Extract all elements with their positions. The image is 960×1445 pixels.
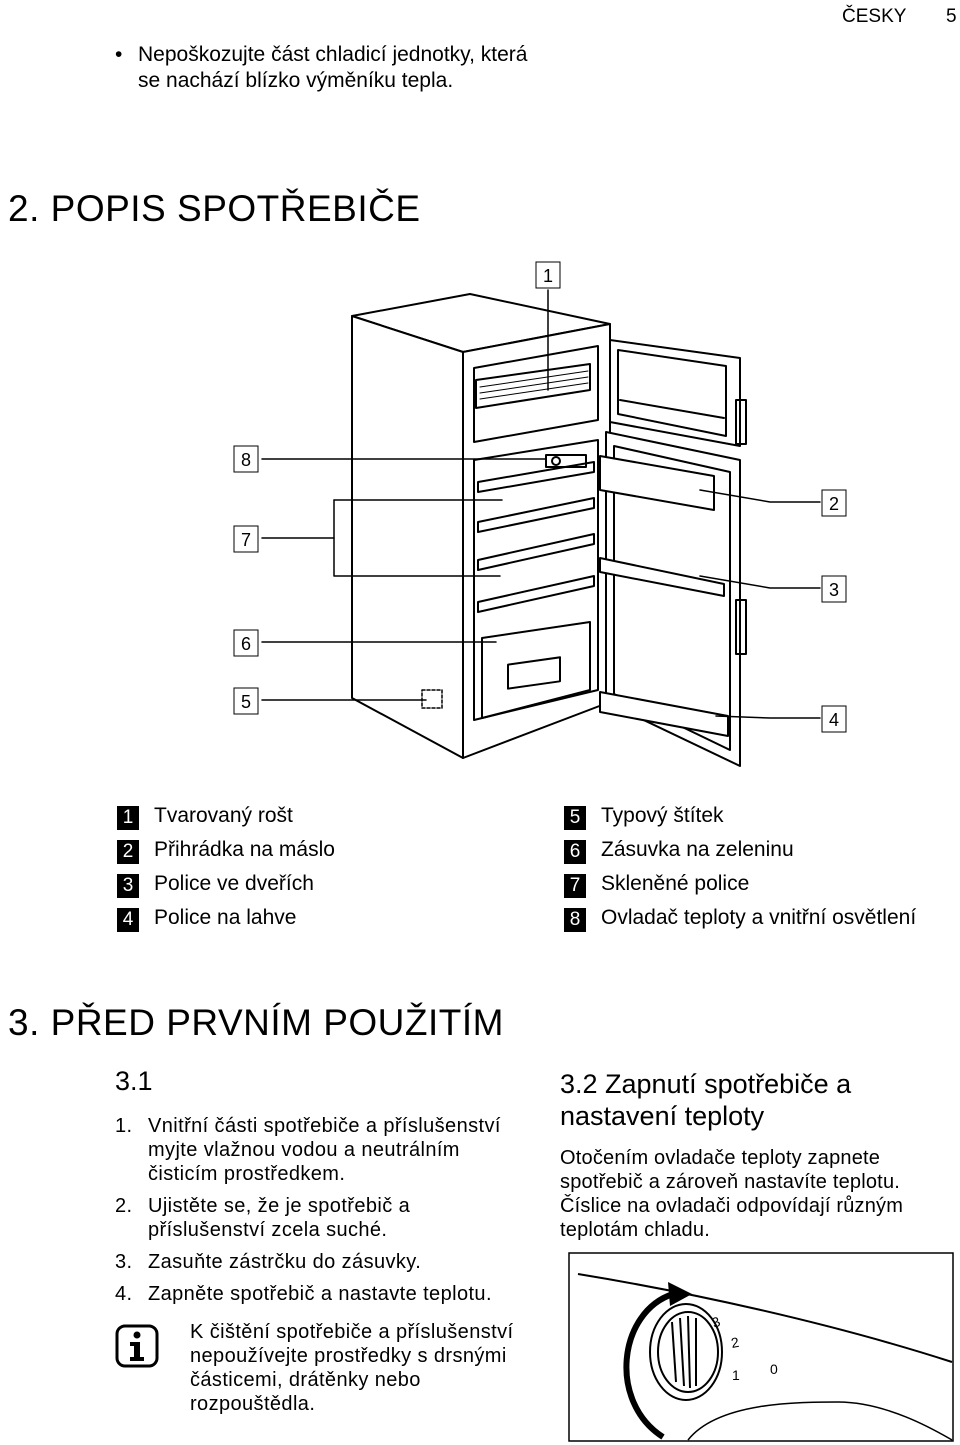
legend-label: Tvarovaný rošt <box>154 804 293 827</box>
intro-bullet-text: Nepoškozujte část chladicí jednotky, kte… <box>138 43 528 92</box>
legend-label: Přihrádka na máslo <box>154 838 335 861</box>
callout-5: 5 <box>241 692 251 712</box>
step-number: 1. <box>115 1115 133 1137</box>
step-number: 3. <box>115 1251 133 1273</box>
list-item: 4. Zapněte spotřebič a nastavte teplotu. <box>115 1282 525 1306</box>
callout-6: 6 <box>241 634 251 654</box>
intro-bullet: • Nepoškozujte část chladicí jednotky, k… <box>115 42 535 94</box>
info-note: K čištění spotřebiče a příslušenství nep… <box>190 1321 514 1415</box>
step-text: Zapněte spotřebič a nastavte teplotu. <box>148 1283 492 1305</box>
legend-number: 2 <box>117 840 139 864</box>
section-3-title: 3. PŘED PRVNÍM POUŽITÍM <box>8 1002 504 1043</box>
callout-8: 8 <box>241 450 251 470</box>
steps-list: 1. Vnitřní části spotřebiče a příslušens… <box>115 1114 525 1314</box>
dial-label: 2 <box>730 1334 741 1351</box>
list-item: 1. Vnitřní části spotřebiče a příslušens… <box>115 1114 525 1186</box>
legend-label: Ovladač teploty a vnitřní osvětlení <box>601 906 917 929</box>
dial-label: 0 <box>770 1361 778 1377</box>
bullet-icon: • <box>115 43 123 66</box>
list-item: 3. Zasuňte zástrčku do zásuvky. <box>115 1250 525 1274</box>
callout-2: 2 <box>829 494 839 514</box>
legend-label: Police na lahve <box>154 906 297 929</box>
callout-1: 1 <box>543 266 553 286</box>
legend-number: 5 <box>564 806 586 830</box>
legend-label: Zásuvka na zeleninu <box>601 838 794 861</box>
step-number: 2. <box>115 1195 133 1217</box>
subsection-3-2-text: Otočením ovladače teploty zapnete spotře… <box>560 1147 904 1241</box>
legend-number: 4 <box>117 908 139 932</box>
section-2-title: 2. POPIS SPOTŘEBIČE <box>8 188 421 229</box>
step-text: Ujistěte se, že je spotřebič a příslušen… <box>148 1195 411 1241</box>
list-item: 2. Ujistěte se, že je spotřebič a příslu… <box>115 1194 525 1242</box>
step-text: Vnitřní části spotřebiče a příslušenství… <box>148 1115 501 1185</box>
callout-3: 3 <box>829 580 839 600</box>
language-label: ČESKY <box>842 6 907 27</box>
subsection-3-1-title: 3.1 <box>115 1066 153 1096</box>
legend-number: 7 <box>564 874 586 898</box>
step-number: 4. <box>115 1283 133 1305</box>
subsection-3-2-title: 3.2 Zapnutí spotřebiče a nastavení teplo… <box>560 1069 852 1131</box>
thermostat-dial-illustration: 3 2 1 0 <box>568 1252 954 1442</box>
legend-number: 3 <box>117 874 139 898</box>
callout-4: 4 <box>829 710 839 730</box>
dial-label: 1 <box>732 1367 740 1383</box>
legend-number: 1 <box>117 806 139 830</box>
legend-label: Police ve dveřích <box>154 872 314 895</box>
legend-number: 6 <box>564 840 586 864</box>
fridge-diagram: 1 2 3 4 5 6 7 8 <box>233 261 847 767</box>
legend-label: Typový štítek <box>601 804 724 827</box>
legend-label: Skleněné police <box>601 872 750 895</box>
page-number: 5 <box>946 6 957 27</box>
diagram-legend: 1 Tvarovaný rošt 2 Přihrádka na máslo 3 … <box>117 804 957 936</box>
callout-7: 7 <box>241 530 251 550</box>
info-icon <box>115 1324 159 1368</box>
legend-number: 8 <box>564 908 586 932</box>
step-text: Zasuňte zástrčku do zásuvky. <box>148 1251 422 1273</box>
